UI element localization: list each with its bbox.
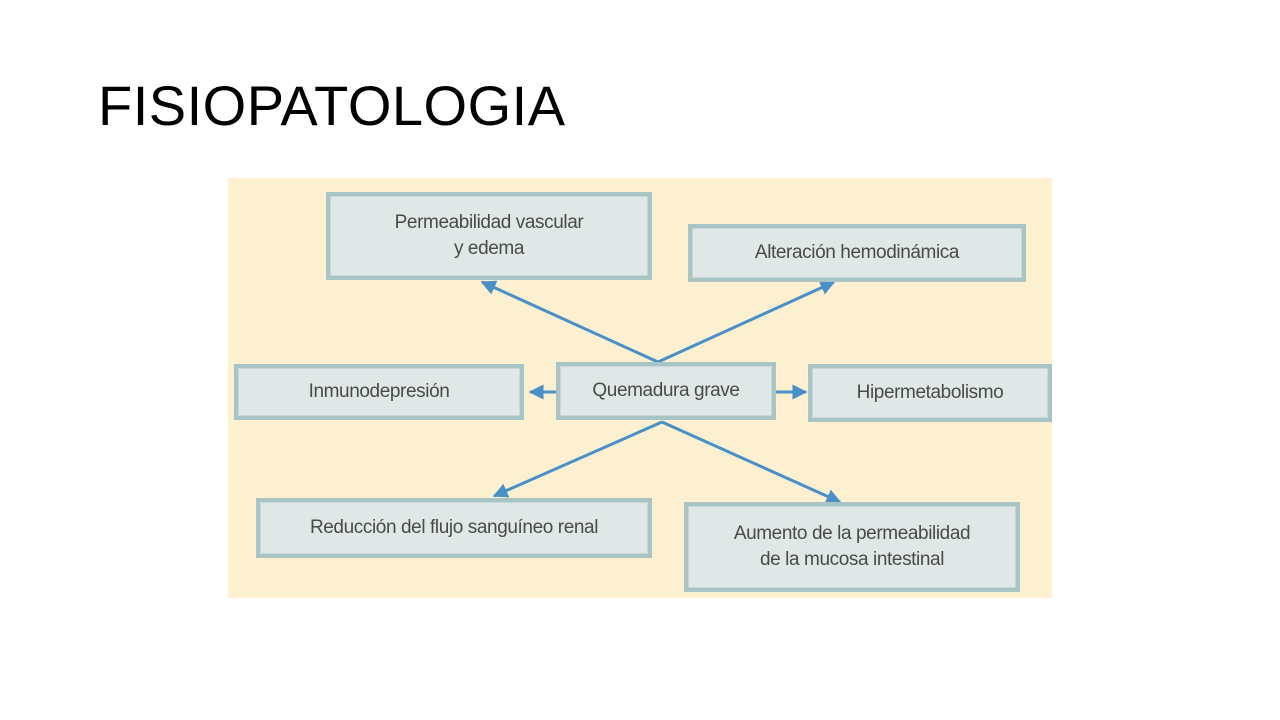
- node-hemodynamic-alteration: Alteración hemodinámica: [688, 224, 1026, 282]
- arrows-layer: [480, 280, 842, 504]
- node-immunodepression: Inmunodepresión: [234, 364, 524, 420]
- node-renal-flow-reduction-label: Reducción del flujo sanguíneo renal: [309, 517, 599, 538]
- node-hemodynamic-alteration-label: Alteración hemodinámica: [754, 242, 960, 263]
- arrow-to-bottom-left: [492, 420, 663, 498]
- node-immunodepression-label: Inmunodepresión: [308, 381, 450, 402]
- arrow-to-top-left: [480, 280, 659, 364]
- node-severe-burn-center: Quemadura grave: [556, 362, 776, 420]
- node-hypermetabolism: Hipermetabolismo: [808, 364, 1052, 422]
- node-renal-flow-reduction: Reducción del flujo sanguíneo renal: [256, 498, 652, 558]
- node-hypermetabolism-label: Hipermetabolismo: [856, 382, 1004, 403]
- node-intestinal-permeability: Aumento de la permeabilidad de la mucosa…: [684, 502, 1020, 592]
- node-vascular-permeability: Permeabilidad vascular y edema: [326, 192, 652, 280]
- slide-title: FISIOPATOLOGIA: [98, 74, 566, 137]
- arrow-to-top-right: [657, 280, 836, 364]
- node-vascular-permeability-label: Permeabilidad vascular y edema: [394, 212, 584, 259]
- arrow-to-bottom-right: [661, 420, 842, 504]
- diagram-panel: Permeabilidad vascular y edema Alteració…: [228, 178, 1052, 598]
- node-intestinal-permeability-label: Aumento de la permeabilidad de la mucosa…: [733, 523, 971, 570]
- node-severe-burn-center-label: Quemadura grave: [592, 380, 740, 401]
